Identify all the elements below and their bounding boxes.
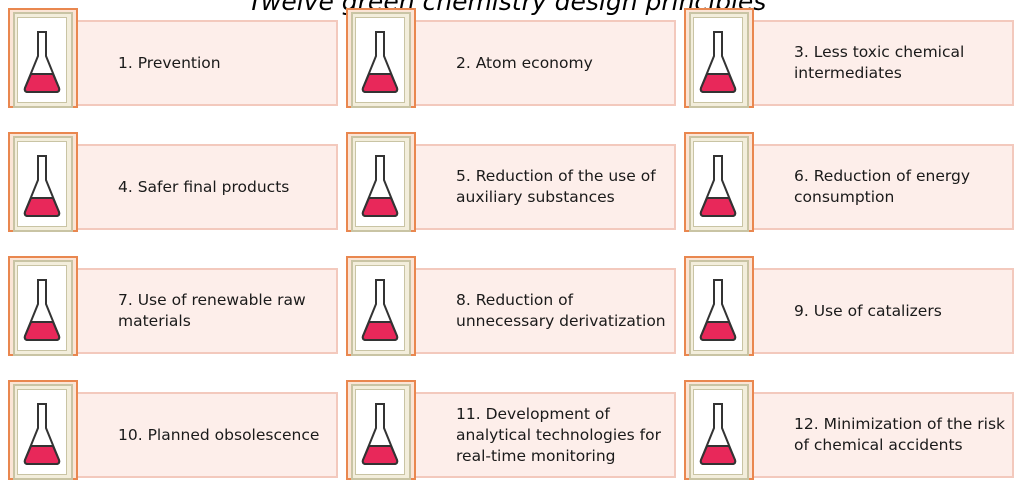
card-box: 9. Use of catalizers xyxy=(702,268,1014,354)
card-box: 1. Prevention xyxy=(26,20,338,106)
principle-label: 3. Less toxic chemical intermediates xyxy=(794,43,965,82)
card-box: 5. Reduction of the use of auxiliary sub… xyxy=(364,144,676,230)
flask-icon xyxy=(8,256,80,360)
principle-label: 5. Reduction of the use of auxiliary sub… xyxy=(456,167,656,206)
flask-icon xyxy=(684,132,756,236)
card-box: 4. Safer final products xyxy=(26,144,338,230)
principle-card-2: 2. Atom economy xyxy=(338,0,676,124)
principle-label: 12. Minimization of the risk of chemical… xyxy=(794,415,1006,454)
principle-label: 10. Planned obsolescence xyxy=(118,425,320,444)
principle-label: 11. Development of analytical technologi… xyxy=(456,404,661,465)
flask-icon xyxy=(684,8,756,112)
flask-icon xyxy=(346,380,418,484)
principle-label: 7. Use of renewable raw materials xyxy=(118,291,306,330)
card-box: 6. Reduction of energy consumption xyxy=(702,144,1014,230)
card-box: 8. Reduction of unnecessary derivatizati… xyxy=(364,268,676,354)
card-box: 2. Atom economy xyxy=(364,20,676,106)
flask-icon xyxy=(346,132,418,236)
flask-icon xyxy=(346,256,418,360)
principle-card-6: 6. Reduction of energy consumption xyxy=(676,124,1014,248)
principle-card-5: 5. Reduction of the use of auxiliary sub… xyxy=(338,124,676,248)
principle-label: 9. Use of catalizers xyxy=(794,301,942,320)
principle-card-10: 10. Planned obsolescence xyxy=(0,372,338,496)
principle-label: 8. Reduction of unnecessary derivatizati… xyxy=(456,291,666,330)
principle-label: 4. Safer final products xyxy=(118,177,290,196)
principle-card-11: 11. Development of analytical technologi… xyxy=(338,372,676,496)
principle-card-7: 7. Use of renewable raw materials xyxy=(0,248,338,372)
principle-label: 1. Prevention xyxy=(118,53,221,72)
principle-card-12: 12. Minimization of the risk of chemical… xyxy=(676,372,1014,496)
flask-icon xyxy=(8,380,80,484)
principle-card-9: 9. Use of catalizers xyxy=(676,248,1014,372)
card-box: 3. Less toxic chemical intermediates xyxy=(702,20,1014,106)
flask-icon xyxy=(684,380,756,484)
principle-card-8: 8. Reduction of unnecessary derivatizati… xyxy=(338,248,676,372)
principle-card-4: 4. Safer final products xyxy=(0,124,338,248)
card-box: 11. Development of analytical technologi… xyxy=(364,392,676,478)
principle-label: 6. Reduction of energy consumption xyxy=(794,167,971,206)
flask-icon xyxy=(346,8,418,112)
flask-icon xyxy=(684,256,756,360)
flask-icon xyxy=(8,8,80,112)
principle-label: 2. Atom economy xyxy=(456,53,593,72)
principle-card-3: 3. Less toxic chemical intermediates xyxy=(676,0,1014,124)
flask-icon xyxy=(8,132,80,236)
principle-card-1: 1. Prevention xyxy=(0,0,338,124)
